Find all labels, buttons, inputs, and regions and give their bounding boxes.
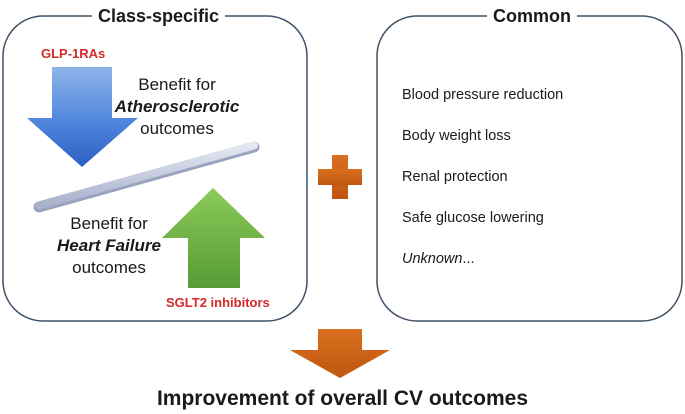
sglt2-label: SGLT2 inhibitors: [166, 295, 270, 310]
athero-line-1: Benefit for: [138, 75, 216, 94]
hf-line-2: Heart Failure: [57, 236, 161, 255]
common-item-body-weight: Body weight loss: [402, 128, 511, 144]
class-specific-title: Class-specific: [92, 7, 226, 25]
common-item-unknown: Unknown...: [402, 252, 475, 267]
heart-failure-benefit-text: Benefit for Heart Failure outcomes: [39, 213, 179, 279]
common-item-blood-pressure: Blood pressure reduction: [402, 87, 564, 103]
common-item-renal: Renal protection: [402, 169, 508, 185]
atherosclerotic-benefit-text: Benefit for Atherosclerotic outcomes: [102, 74, 252, 140]
athero-line-2: Atherosclerotic: [114, 97, 240, 116]
common-title: Common: [487, 7, 577, 25]
glp1-label: GLP-1RAs: [41, 46, 106, 61]
unknown-suffix: ...: [462, 251, 475, 267]
athero-line-3: outcomes: [140, 119, 214, 138]
down-arrow-icon: [27, 67, 138, 167]
plus-icon: [318, 155, 362, 199]
hf-line-3: outcomes: [72, 258, 146, 277]
up-arrow-icon: [162, 188, 265, 288]
result-title: Improvement of overall CV outcomes: [156, 387, 529, 410]
hf-line-1: Benefit for: [70, 214, 148, 233]
unknown-italic: Unknown: [402, 251, 463, 267]
seesaw-bar: [33, 141, 260, 213]
common-item-glucose: Safe glucose lowering: [402, 210, 544, 226]
result-arrow-icon: [290, 329, 390, 378]
